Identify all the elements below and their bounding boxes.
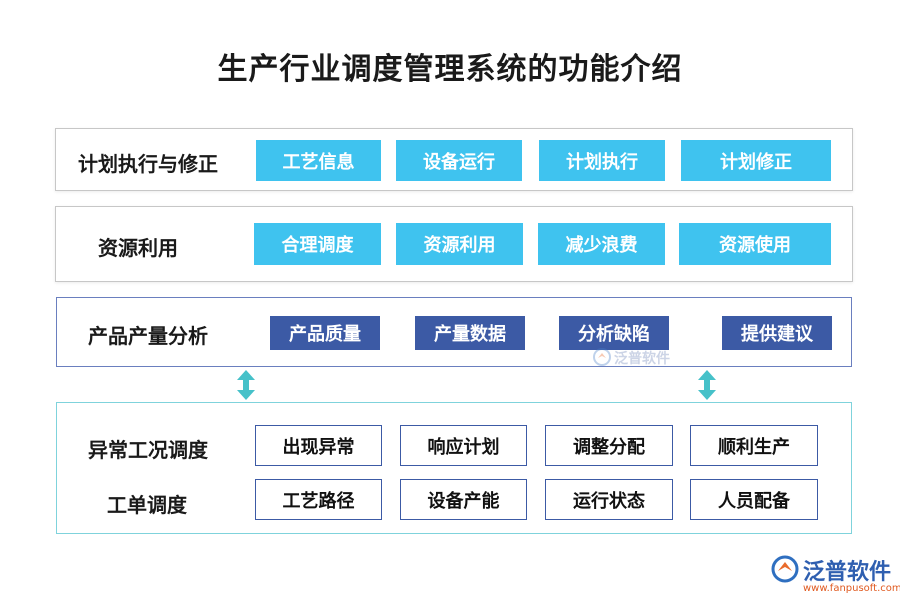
box-operation-status: 运行状态 bbox=[545, 479, 673, 520]
fanpu-logo-icon bbox=[771, 555, 799, 583]
up-down-arrow-icon bbox=[698, 370, 716, 400]
box-product-quality: 产品质量 bbox=[270, 316, 380, 350]
box-analyze-defects: 分析缺陷 bbox=[559, 316, 669, 350]
box-reasonable-scheduling: 合理调度 bbox=[254, 223, 381, 265]
box-staffing: 人员配备 bbox=[690, 479, 818, 520]
watermark: 泛普软件 bbox=[592, 346, 684, 368]
logo-url: www.fanpusoft.com bbox=[803, 583, 900, 594]
row-label-abnormal-dispatch: 异常工况调度 bbox=[88, 438, 208, 462]
box-equipment-operation: 设备运行 bbox=[396, 140, 522, 181]
fanpu-logo: 泛普软件 www.fanpusoft.com bbox=[770, 552, 900, 596]
logo-name: 泛普软件 bbox=[803, 560, 892, 585]
box-abnormal-occurs: 出现异常 bbox=[255, 425, 382, 466]
watermark-text: 泛普软件 bbox=[614, 351, 670, 367]
box-adjust-allocation: 调整分配 bbox=[545, 425, 673, 466]
watermark-logo-icon bbox=[593, 348, 611, 366]
box-plan-execution: 计划执行 bbox=[539, 140, 665, 181]
box-provide-suggestions: 提供建议 bbox=[722, 316, 832, 350]
row-label-output-analysis: 产品产量分析 bbox=[88, 324, 208, 348]
box-reduce-waste: 减少浪费 bbox=[538, 223, 665, 265]
box-process-info: 工艺信息 bbox=[256, 140, 381, 181]
up-down-arrow-icon bbox=[237, 370, 255, 400]
row-label-plan-execution: 计划执行与修正 bbox=[78, 152, 218, 176]
box-process-route: 工艺路径 bbox=[255, 479, 382, 520]
box-resource-utilization: 资源利用 bbox=[396, 223, 523, 265]
box-resource-usage: 资源使用 bbox=[679, 223, 831, 265]
row-label-resource-utilization: 资源利用 bbox=[98, 236, 178, 260]
box-smooth-production: 顺利生产 bbox=[690, 425, 818, 466]
box-output-data: 产量数据 bbox=[415, 316, 525, 350]
box-plan-revision: 计划修正 bbox=[681, 140, 831, 181]
page-title: 生产行业调度管理系统的功能介绍 bbox=[217, 52, 683, 87]
box-equipment-capacity: 设备产能 bbox=[400, 479, 527, 520]
row-label-workorder-dispatch: 工单调度 bbox=[107, 493, 187, 517]
box-response-plan: 响应计划 bbox=[400, 425, 527, 466]
